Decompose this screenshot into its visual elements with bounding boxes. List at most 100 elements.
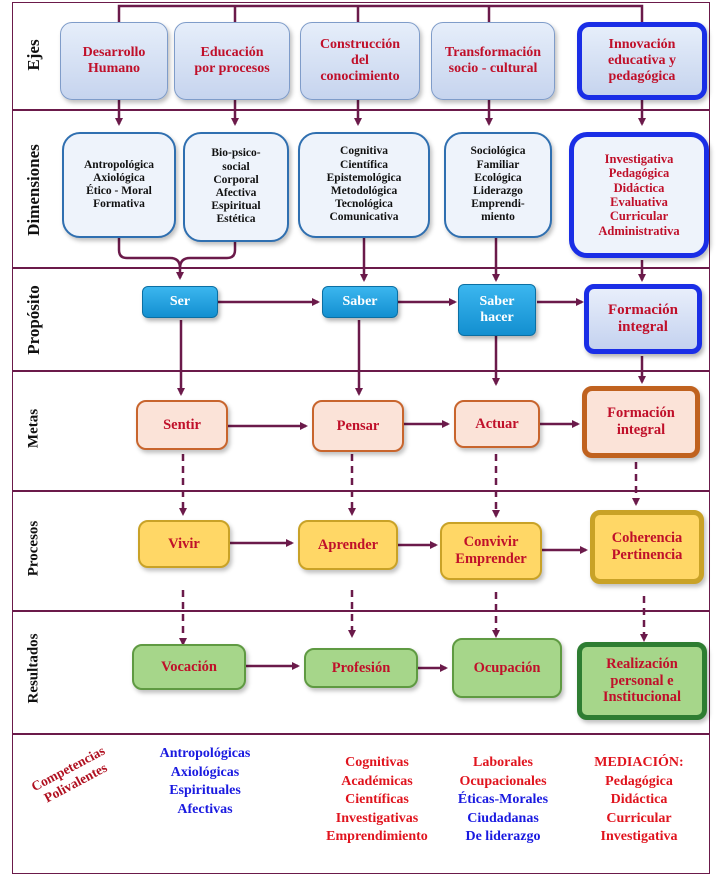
competencia-item: Ciudadanas: [467, 810, 539, 826]
dimension-item: miento: [481, 211, 515, 224]
resultado-vocacion: Vocación: [132, 644, 246, 690]
eje-transformacion-line1: Transformación: [444, 44, 542, 60]
row-dimensiones: [12, 110, 710, 268]
dimension-item: Axiológica: [93, 171, 145, 184]
dimension-item: Investigativa: [604, 151, 674, 166]
competencia-item: Laborales: [473, 755, 533, 770]
competencia-item: Investigativas: [335, 810, 419, 826]
dimension-innovacion: Investigativa Pedagógica Didáctica Evalu…: [569, 132, 709, 258]
competencias-col1: Antropológicas Axiológicas Espirituales …: [150, 745, 260, 819]
competencia-item: Afectivas: [177, 801, 233, 817]
competencia-item: Espirituales: [169, 783, 241, 798]
formacion-line1: Formación: [608, 301, 678, 318]
competencias-col4: MEDIACIÓN: Pedagógica Didáctica Curricul…: [576, 754, 702, 847]
proceso-vivir: Vivir: [138, 520, 230, 568]
competencia-item: Curricular: [606, 810, 672, 826]
saber-hacer-line2: hacer: [480, 310, 514, 325]
competencia-item: Científicas: [345, 792, 409, 807]
eje-innovacion-line1: Innovación: [608, 36, 676, 52]
row-competencias: [12, 734, 710, 874]
eje-construccion-line2: del: [351, 52, 369, 68]
dimension-item: Familiar: [476, 158, 520, 171]
dimension-item: Corporal: [213, 173, 259, 186]
eje-transformacion-line2: socio - cultural: [448, 61, 538, 76]
eje-construccion-line3: conocimiento: [320, 69, 400, 85]
dimension-item: Formativa: [93, 198, 145, 211]
meta-formacion-line2: integral: [616, 422, 666, 438]
dimension-item: Evaluativa: [610, 195, 668, 209]
competencia-item: Didáctica: [610, 792, 668, 807]
competencia-item: MEDIACIÓN:: [594, 755, 684, 770]
meta-sentir: Sentir: [136, 400, 228, 450]
eje-educacion-line2: por procesos: [194, 61, 270, 76]
dimension-item: Estética: [216, 213, 256, 226]
resultado-profesion: Profesión: [304, 648, 418, 688]
dimension-item: Bio-psico-: [211, 147, 261, 160]
dimension-item: Ético - Moral: [86, 185, 152, 197]
dimension-item: Científica: [340, 158, 388, 171]
eje-desarrollo-humano-line1: Desarrollo: [82, 44, 146, 60]
competencia-item: Emprendimiento: [326, 829, 428, 844]
row-resultados: [12, 611, 710, 734]
realizacion-line2: personal e: [610, 672, 674, 689]
competencia-item: Antropológicas: [159, 746, 251, 761]
dimension-item: Metodológica: [330, 185, 398, 197]
row-ejes: [12, 2, 710, 110]
eje-innovacion-line3: pedagógica: [608, 69, 676, 85]
dimension-transformacion: Sociológica Familiar Ecológica Liderazgo…: [444, 132, 552, 238]
convivir-label: Convivir: [463, 534, 519, 551]
competencias-col2: Cognitivas Académicas Científicas Invest…: [312, 754, 442, 847]
dimension-item: Espiritual: [211, 200, 261, 213]
dimension-item: Tecnológica: [335, 198, 393, 211]
competencia-item: Ocupacionales: [459, 773, 547, 789]
dimension-item: Comunicativa: [329, 211, 399, 224]
row-metas: [12, 371, 710, 491]
dimension-item: Liderazgo: [473, 185, 523, 197]
dimension-item: Administrativa: [598, 223, 680, 238]
formacion-line2: integral: [617, 319, 668, 335]
dimension-item: social: [222, 160, 250, 173]
dimension-item: Afectiva: [215, 187, 257, 199]
eje-educacion-line1: Educación: [200, 44, 264, 60]
meta-formacion-line1: Formación: [607, 405, 675, 422]
eje-construccion-line1: Construcción: [319, 36, 401, 52]
competencias-col3: Laborales Ocupacionales Éticas-Morales C…: [444, 754, 562, 847]
competencia-item: Cognitivas: [345, 755, 409, 770]
saber-hacer-line1: Saber: [479, 293, 515, 309]
row-procesos: [12, 491, 710, 611]
dimension-item: Ecológica: [474, 171, 522, 184]
eje-desarrollo-humano-line2: Humano: [87, 61, 141, 76]
dimension-item: Antropológica: [83, 158, 155, 171]
dimension-item: Curricular: [609, 209, 669, 224]
pertinencia-label: Pertinencia: [611, 547, 683, 563]
competencia-item: Éticas-Morales: [457, 792, 549, 807]
competencia-item: De liderazgo: [465, 829, 541, 844]
dimension-item: Cognitiva: [340, 145, 388, 158]
proposito-ser: Ser: [142, 286, 218, 318]
coherencia-label: Coherencia: [611, 530, 683, 547]
realizacion-line1: Realización: [606, 655, 678, 672]
dimension-item: Sociológica: [470, 145, 526, 158]
dimension-construccion: Cognitiva Científica Epistemológica Meto…: [298, 132, 430, 238]
dimension-desarrollo-humano: Antropológica Axiológica Ético - Moral F…: [62, 132, 176, 238]
competencia-item: Investigativa: [600, 829, 678, 844]
competencia-item: Académicas: [341, 773, 413, 789]
dimension-educacion: Bio-psico- social Corporal Afectiva Espi…: [183, 132, 289, 242]
eje-innovacion-line2: educativa y: [607, 52, 677, 68]
competencia-item: Axiológicas: [170, 764, 240, 780]
proceso-aprender: Aprender: [298, 520, 398, 570]
row-proposito: [12, 268, 710, 371]
resultado-ocupacion: Ocupación: [452, 638, 562, 698]
dimension-item: Epistemológica: [326, 171, 402, 184]
dimension-item: Emprendi-: [471, 198, 525, 211]
